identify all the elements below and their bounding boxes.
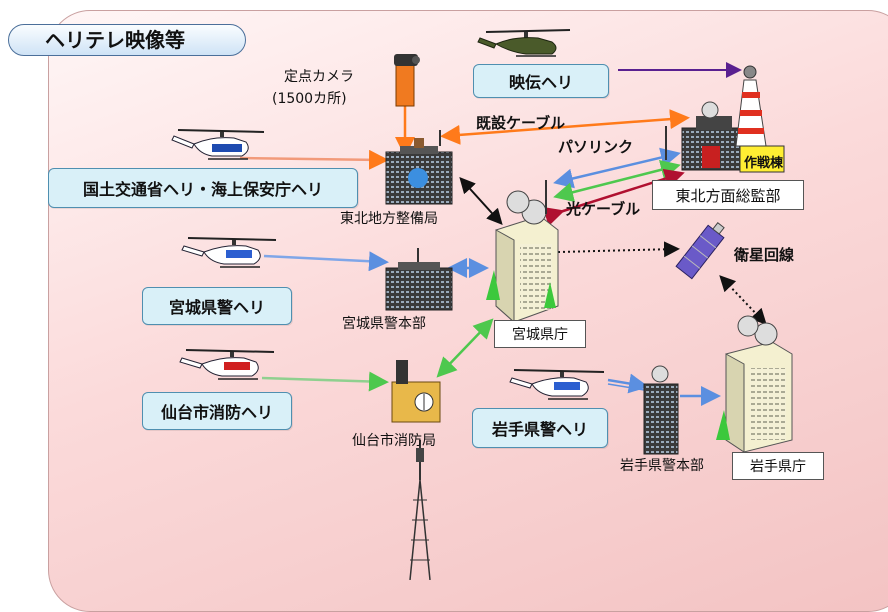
miyagi-police-heli-label: 宮城県警ヘリ <box>142 287 292 325</box>
miyagi-pref-label: 宮城県庁 <box>494 320 586 348</box>
fire-pref-link-line <box>436 318 494 378</box>
iwate-heli-link-line-2 <box>607 383 645 391</box>
operation-building-label: 作戦棟 <box>744 156 784 171</box>
sendai-heli-link-line <box>261 371 389 392</box>
iwate-police-hq-building-icon <box>643 365 679 455</box>
mlit-helicopter-icon <box>171 129 265 160</box>
satellite-icon <box>675 222 725 280</box>
satellite-link-iwate <box>719 275 767 325</box>
satellite-link-miyagi <box>557 241 680 258</box>
miyagi-police-hq-label: 宮城県警本部 <box>342 316 426 332</box>
parasolink-blue-line <box>553 147 681 189</box>
mlit-heli-link-line <box>239 149 389 170</box>
eiden-helicopter-icon <box>477 29 571 57</box>
fixed-camera-icon <box>394 54 420 107</box>
iwate-heli-link-line <box>607 373 649 394</box>
iwate-pref-building-icon <box>716 315 793 453</box>
operation-tower-icon <box>735 65 785 173</box>
diagram-canvas <box>171 29 793 580</box>
iwate-police-heli-label: 岩手県警ヘリ <box>472 408 608 448</box>
sendai-fire-heli-label: 仙台市消防ヘリ <box>142 392 292 430</box>
tohoku-army-hq-label: 東北方面総監部 <box>652 180 804 210</box>
iwate-police-hq-label: 岩手県警本部 <box>620 458 704 474</box>
fixed-camera-count-label: (1500カ所) <box>272 91 347 107</box>
mlit-heli-label: 国土交通省ヘリ・海上保安庁ヘリ <box>48 168 358 208</box>
eiden-heli-label: 映伝ヘリ <box>473 64 609 98</box>
existing-cable-label: 既設ケーブル <box>476 114 566 132</box>
parasolink-label: パソリンク <box>558 138 634 156</box>
miyagi-police-helicopter-icon <box>181 237 277 268</box>
tohoku-bureau-label: 東北地方整備局 <box>340 211 438 227</box>
optical-cable-label: 光ケーブル <box>566 200 641 218</box>
iwate-pref-label: 岩手県庁 <box>732 452 824 480</box>
satellite-line-label: 衛星回線 <box>734 246 795 264</box>
sendai-fire-bureau-label: 仙台市消防局 <box>352 433 436 449</box>
tohoku-bureau-building-icon <box>385 130 453 205</box>
fixed-camera-label: 定点カメラ <box>284 69 354 85</box>
radio-tower-icon <box>409 440 431 580</box>
existing-cable-line <box>440 109 690 145</box>
iwate-police-helicopter-icon <box>509 369 605 400</box>
sendai-fire-bureau-building-icon <box>391 360 441 423</box>
tohoku-army-hq-building-icon <box>665 101 747 171</box>
miyagi-police-hq-building-icon <box>385 248 453 311</box>
bureau-pref-link-line <box>459 177 503 225</box>
miyagi-heli-link-line <box>263 251 389 272</box>
sendai-fire-helicopter-icon <box>179 349 275 380</box>
page-title: ヘリテレ映像等 <box>8 24 246 56</box>
miyagi-pref-building-icon <box>486 180 559 324</box>
